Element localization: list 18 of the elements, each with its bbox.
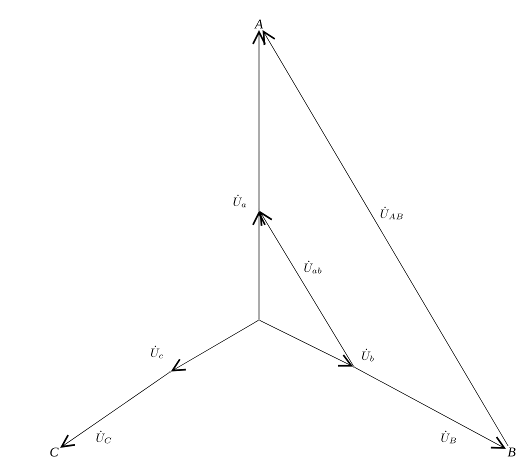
vector-arrow: [60, 372, 170, 448]
vector-label: $\dot{U}_{c}$: [148, 344, 166, 360]
vector-label: $\dot{U}_{b}$: [360, 347, 376, 363]
vector-arrow: [260, 320, 354, 367]
vector-arrow: [252, 30, 266, 210]
vector-label: $\dot{U}_{C}$: [94, 429, 114, 445]
vector-arrow: [262, 30, 508, 446]
vector-arrow: [252, 210, 266, 320]
vertex-label: C: [50, 448, 59, 457]
vertex-label: A: [254, 20, 264, 28]
vertex-label: B: [508, 448, 516, 456]
vector-label: $\dot{U}_{ab}$: [302, 259, 324, 275]
vector-label: $\dot{U}_{B}$: [439, 429, 459, 445]
vector-arrow: [354, 367, 506, 449]
vector-arrow: [259, 210, 354, 367]
vector-label: $\dot{U}_{AB}$: [378, 205, 406, 221]
vector-arrow: [170, 320, 259, 372]
vector-label: $\dot{U}_{a}$: [231, 193, 249, 209]
